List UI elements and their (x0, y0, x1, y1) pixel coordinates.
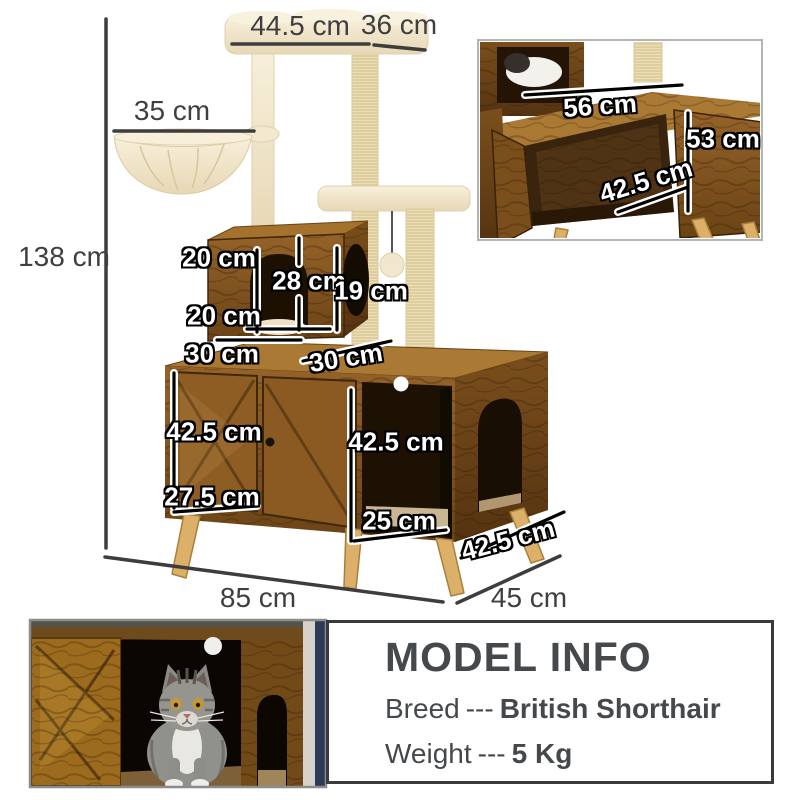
model-info-title: MODEL INFO (385, 634, 652, 680)
breed-separator: --- (465, 693, 494, 725)
weight-value: 5 Kg (511, 738, 573, 770)
model-info-card: MODEL INFO Breed---British Shorthair Wei… (326, 620, 774, 784)
weight-label: Weight (385, 738, 472, 770)
dimension-ticks (170, 234, 568, 562)
cabinet-illustration (164, 341, 549, 597)
model-info-weight-row: Weight---5 Kg (385, 738, 771, 770)
cube-condo-illustration (207, 220, 369, 342)
breed-value: British Shorthair (499, 693, 721, 725)
cat-photo-illustration (28, 618, 328, 789)
hammock-illustration (113, 125, 280, 195)
weight-separator: --- (477, 738, 506, 770)
toy-ball-illustration (379, 211, 405, 278)
model-info-breed-row: Breed---British Shorthair (385, 693, 771, 725)
breed-label: Breed (385, 693, 460, 725)
dimension-lines (103, 17, 562, 605)
cat-illustration (147, 664, 227, 786)
inset-photo (477, 39, 763, 241)
cat-tree-illustration (113, 9, 549, 597)
